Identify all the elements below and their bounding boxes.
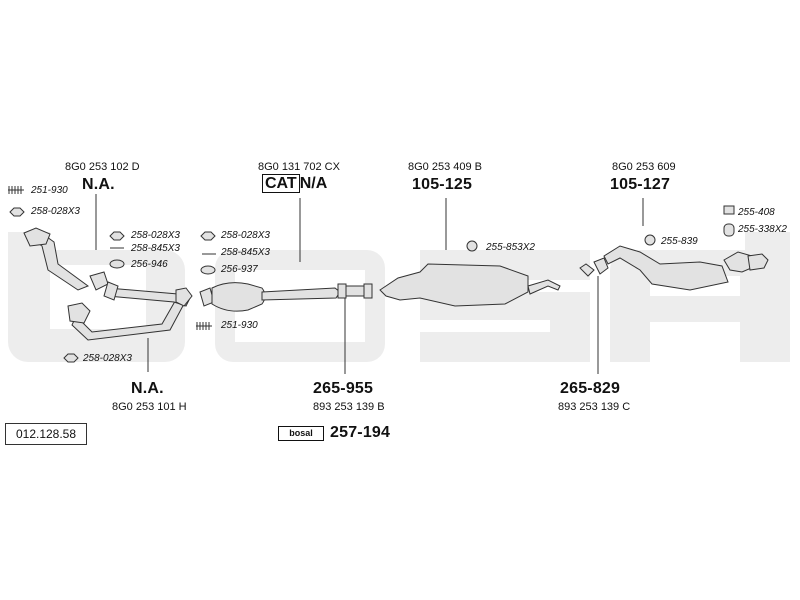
label-bolt-2: 258-845X3 <box>221 247 270 258</box>
fitting-icons <box>8 186 735 363</box>
label-gasket-1: 256-946 <box>131 259 168 270</box>
cat-box: CAT <box>262 174 300 193</box>
part-rear-silencer: 105-127 <box>610 176 671 193</box>
label-nut-2: 258-028X3 <box>131 230 180 241</box>
part-paste: 257-194 <box>330 424 391 441</box>
oem-mount-b: 893 253 139 C <box>558 401 631 413</box>
part-mount-b: 265-829 <box>560 380 621 397</box>
catalyst <box>199 282 341 312</box>
label-gasket-2: 256-937 <box>221 264 258 275</box>
oem-front-pipe-top: 8G0 253 102 D <box>65 161 140 173</box>
catalog-reference: 012.128.58 <box>5 423 87 445</box>
part-front-pipe-bottom: N.A. <box>131 380 164 397</box>
part-mount-a: 265-955 <box>313 380 374 397</box>
part-front-pipe-top: N.A. <box>82 176 115 193</box>
label-nut-4: 258-028X3 <box>83 353 132 364</box>
front-pipe-lower <box>67 281 193 341</box>
label-nut-1: 258-028X3 <box>31 206 80 217</box>
part-centre-silencer: 105-125 <box>412 176 473 193</box>
oem-front-pipe-bottom: 8G0 253 101 H <box>112 401 187 413</box>
oem-catalyst: 8G0 131 702 CX <box>258 161 340 173</box>
label-bolt-1: 258-845X3 <box>131 243 180 254</box>
front-pipe-upper <box>23 227 109 291</box>
oem-mount-a: 893 253 139 B <box>313 401 385 413</box>
centre-silencer <box>379 263 561 307</box>
oem-centre-silencer: 8G0 253 409 B <box>408 161 483 173</box>
paste-tag: bosal <box>278 426 324 441</box>
rear-silencer <box>579 245 769 291</box>
label-spring-2: 251-930 <box>221 320 258 331</box>
label-clamp-1: 255-853X2 <box>486 242 535 253</box>
label-clamp-4: 255-338X2 <box>738 224 787 235</box>
leader-lines <box>95 194 644 374</box>
label-spring-1: 251-930 <box>31 185 68 196</box>
label-clamp-2: 255-839 <box>661 236 698 247</box>
cat-na: N/A <box>299 175 328 192</box>
oem-rear-silencer: 8G0 253 609 <box>612 161 676 173</box>
label-clamp-3: 255-408 <box>738 207 775 218</box>
label-nut-3: 258-028X3 <box>221 230 270 241</box>
mount-clamp-1 <box>337 283 373 299</box>
